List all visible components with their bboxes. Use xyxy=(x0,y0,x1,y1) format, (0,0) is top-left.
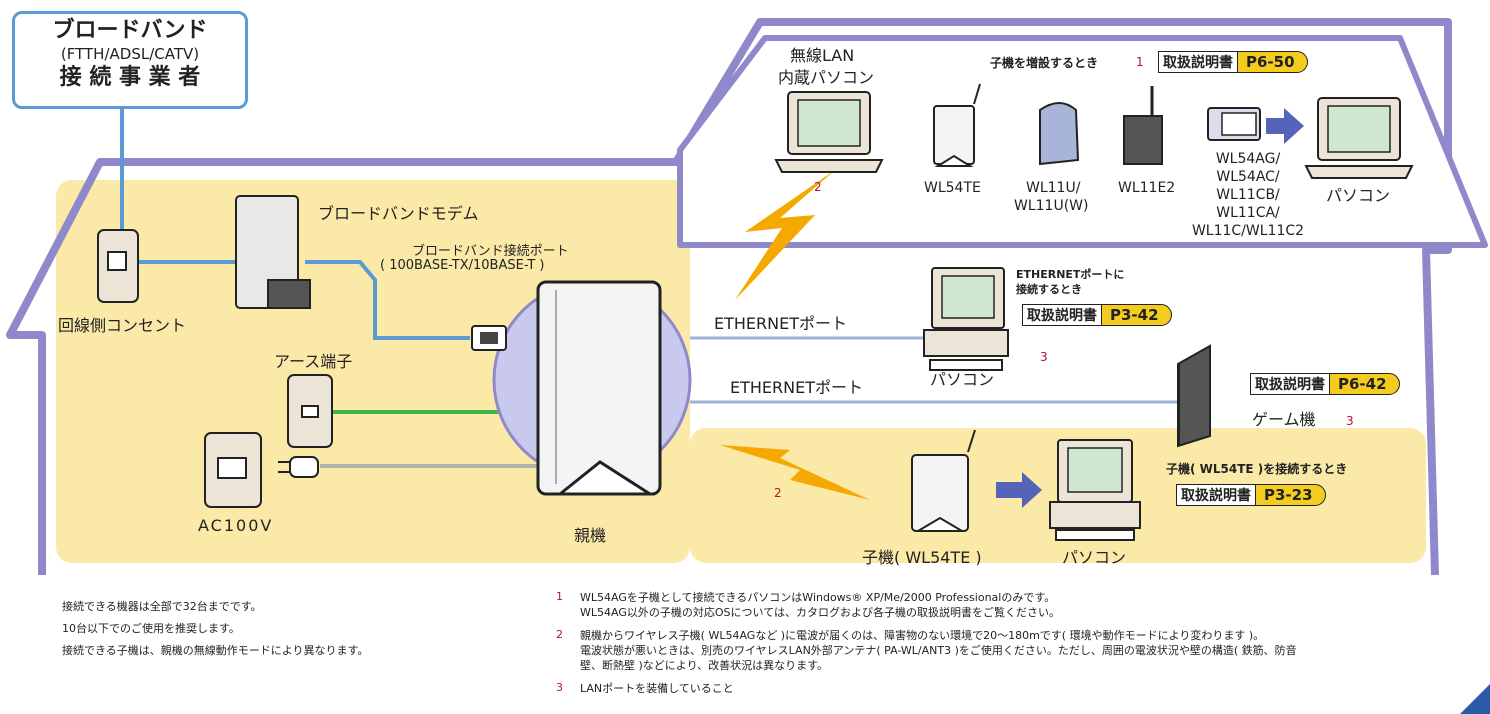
wl54ag-card-device xyxy=(1207,107,1261,141)
eth-connect-callout-1: ETHERNETポートに xyxy=(1016,268,1125,281)
pc-child-device xyxy=(1049,439,1141,541)
manual-ref-p3-23: 取扱説明書 P3-23 xyxy=(1176,484,1326,506)
ac-plug-icon xyxy=(278,456,319,478)
eth2-label: ETHERNETポート xyxy=(730,378,863,397)
marker-2-upper: 2 xyxy=(814,180,822,194)
wl54ag-list-item: WL11C/WL11C2 xyxy=(1191,223,1305,239)
wl54ag-list: WL54AG/ WL54AC/ WL11CB/ WL11CA/ WL11C/WL… xyxy=(1190,150,1306,240)
right-note-num: 1 xyxy=(556,590,563,603)
child-connect-callout: 子機( WL54TE )を接続するとき xyxy=(1166,462,1348,476)
corner-mark xyxy=(1460,684,1490,714)
game-console-device xyxy=(1177,344,1211,448)
wlan-laptop-device xyxy=(774,91,884,173)
add-child-callout: 子機を増設するとき xyxy=(990,56,1099,70)
wl54te-top-device xyxy=(933,83,981,167)
manual-ref-page: P3-23 xyxy=(1255,484,1326,506)
pc-top-label: パソコン xyxy=(1326,186,1391,205)
marker-3-pc: 3 xyxy=(1040,350,1048,364)
lan-plug-icon xyxy=(471,325,507,351)
right-note-line: 電波状態が悪いときは、別売のワイヤレスLAN外部アンテナ( PA-WL/ANT3… xyxy=(580,644,1297,657)
right-note: 3 LANポートを装備していること xyxy=(556,681,1456,696)
manual-ref-p6-50: 取扱説明書 P6-50 xyxy=(1158,51,1308,73)
manual-ref-p6-42: 取扱説明書 P6-42 xyxy=(1250,373,1400,395)
arrow-to-pc-lower xyxy=(996,472,1042,508)
wireless-bolt-lower xyxy=(720,445,870,500)
wall-outlet-device xyxy=(97,229,139,303)
house-outline xyxy=(6,18,1452,576)
wlan-pc-label-2: 内蔵パソコン xyxy=(778,68,875,87)
manual-ref-label: 取扱説明書 xyxy=(1158,51,1237,73)
modem-label: ブロードバンドモデム xyxy=(318,204,479,223)
manual-ref-p3-42: 取扱説明書 P3-42 xyxy=(1022,304,1172,326)
provider-line2: (FTTH/ADSL/CATV) xyxy=(60,45,200,63)
left-note: 10台以下でのご使用を推奨します。 xyxy=(62,622,240,635)
pc-child-label: パソコン xyxy=(1062,548,1127,567)
right-note-num: 2 xyxy=(556,628,563,641)
game-label: ゲーム機 xyxy=(1252,410,1316,429)
left-notes: 接続できる機器は全部で32台までです。 10台以下でのご使用を推奨します。 接続… xyxy=(62,596,368,662)
wl54ag-list-item: WL54AG/ xyxy=(1215,151,1281,167)
manual-ref-label: 取扱説明書 xyxy=(1250,373,1329,395)
base-label: 親機 xyxy=(574,526,607,545)
right-note: 2 親機からワイヤレス子機( WL54AGなど )に電波が届くのは、障害物のない… xyxy=(556,628,1456,673)
pc-eth-label: パソコン xyxy=(930,370,995,389)
wl54ag-list-item: WL11CA/ xyxy=(1216,205,1280,221)
right-note-line: LANポートを装備していること xyxy=(580,682,734,695)
manual-ref-page: P3-42 xyxy=(1101,304,1172,326)
left-note: 接続できる子機は、親機の無線動作モードにより異なります。 xyxy=(62,644,369,657)
wl11u-label: WL11U/ xyxy=(1026,180,1081,196)
wl11e2-label: WL11E2 xyxy=(1118,180,1176,196)
wl11u-w-label: WL11U(W) xyxy=(1014,198,1089,214)
right-note: 1 WL54AGを子機として接続できるパソコンはWindows® XP/Me/2… xyxy=(556,590,1456,620)
manual-ref-label: 取扱説明書 xyxy=(1022,304,1101,326)
wl11e2-device xyxy=(1123,86,1163,165)
pc-top-device xyxy=(1304,97,1414,179)
eth-connect-callout-2: 接続するとき xyxy=(1016,283,1082,296)
right-note-line: WL54AG以外の子機の対応OSについては、カタログおよび各子機の取扱説明書をご… xyxy=(580,606,1060,619)
ac-label: AC100V xyxy=(198,516,274,535)
right-notes: 1 WL54AGを子機として接続できるパソコンはWindows® XP/Me/2… xyxy=(556,590,1456,696)
modem-base-cable xyxy=(305,260,470,340)
wl54ag-list-item: WL54AC/ xyxy=(1216,169,1280,185)
earth-label: アース端子 xyxy=(274,352,353,371)
provider-line3: 接 続 事 業 者 xyxy=(59,65,201,90)
right-note-num: 3 xyxy=(556,681,563,694)
port-spec-label: ( 100BASE-TX/10BASE-T ) xyxy=(380,258,545,273)
manual-ref-label: 取扱説明書 xyxy=(1176,484,1255,506)
modem-device xyxy=(235,195,311,309)
right-note-line: 親機からワイヤレス子機( WL54AGなど )に電波が届くのは、障害物のない環境… xyxy=(580,629,1265,642)
upper-room-outline xyxy=(677,35,1488,248)
child-unit-device xyxy=(911,429,976,532)
wl54ag-list-item: WL11CB/ xyxy=(1216,187,1280,203)
earth-terminal-device xyxy=(287,374,333,448)
left-note: 接続できる機器は全部で32台までです。 xyxy=(62,600,262,613)
marker-3-game: 3 xyxy=(1346,414,1354,428)
port-title-label: ブロードバンド接続ポート xyxy=(412,244,569,259)
child-name-label: 子機( WL54TE ) xyxy=(862,548,982,567)
right-note-line: WL54AGを子機として接続できるパソコンはWindows® XP/Me/200… xyxy=(580,591,1056,604)
manual-ref-page: P6-42 xyxy=(1329,373,1400,395)
eth1-label: ETHERNETポート xyxy=(714,314,847,333)
marker-1: 1 xyxy=(1136,55,1144,69)
right-note-line: 壁、断熱壁 )などにより、改善状況は異なります。 xyxy=(580,659,829,672)
marker-2-lower: 2 xyxy=(774,486,782,500)
wlan-pc-label-1: 無線LAN xyxy=(790,46,855,65)
arrow-to-pc-top xyxy=(1266,108,1304,144)
manual-ref-page: P6-50 xyxy=(1237,51,1308,73)
provider-line1: ブロードバンド xyxy=(52,18,208,43)
pc-ethernet-device xyxy=(923,267,1009,371)
provider-box: ブロードバンド (FTTH/ADSL/CATV) 接 続 事 業 者 xyxy=(12,11,248,109)
base-station-device xyxy=(536,280,662,496)
wireless-bolt-upper xyxy=(735,170,835,300)
wl54te-label: WL54TE xyxy=(924,180,981,196)
ac-outlet-device xyxy=(204,432,262,508)
outlet-label: 回線側コンセント xyxy=(58,316,187,335)
wl11u-device xyxy=(1039,102,1080,166)
